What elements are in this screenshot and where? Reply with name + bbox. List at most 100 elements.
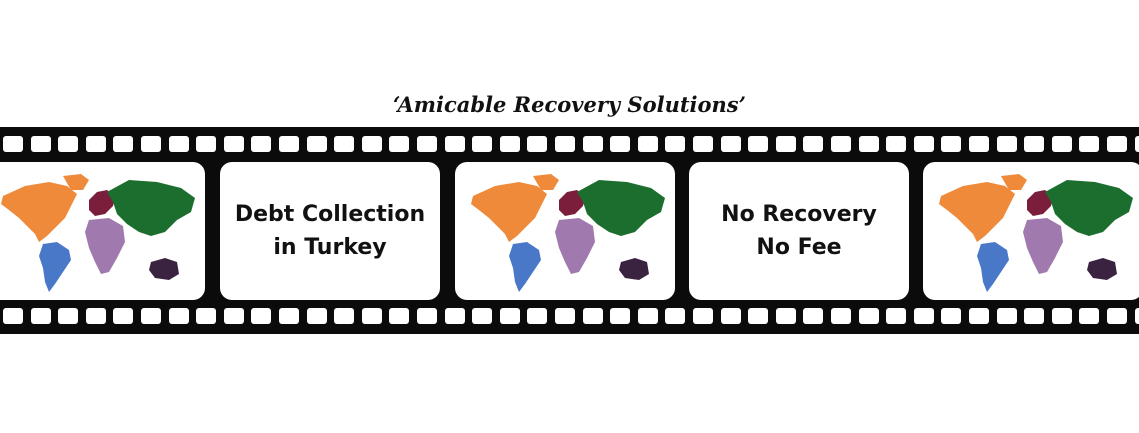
sprocket-hole <box>858 308 879 324</box>
sprocket-hole <box>748 308 769 324</box>
oceania-shape <box>619 258 649 280</box>
sprocket-hole <box>113 136 134 152</box>
sprocket-hole <box>803 136 824 152</box>
sprocket-hole <box>610 136 631 152</box>
sprocket-hole <box>306 308 327 324</box>
caption-line-1: No Recovery <box>721 202 877 227</box>
sprocket-hole <box>886 308 907 324</box>
sprocket-hole <box>941 308 962 324</box>
europe-shape <box>89 190 115 216</box>
sprocket-hole <box>30 308 51 324</box>
south-america-shape <box>509 242 541 292</box>
sprocket-hole <box>582 136 603 152</box>
sprocket-hole <box>775 308 796 324</box>
sprocket-hole <box>389 308 410 324</box>
sprocket-hole <box>1079 136 1100 152</box>
africa-shape <box>555 218 595 274</box>
sprocket-hole <box>223 308 244 324</box>
film-frame-map <box>455 162 675 300</box>
sprocket-hole <box>58 308 79 324</box>
sprocket-hole <box>3 136 23 152</box>
sprocket-hole <box>168 136 189 152</box>
sprocket-hole <box>720 308 741 324</box>
sprocket-hole <box>969 308 989 324</box>
africa-shape <box>85 218 125 274</box>
sprocket-hole <box>1024 308 1045 324</box>
south-america-shape <box>39 242 71 292</box>
sprocket-hole <box>527 308 548 324</box>
sprocket-hole <box>417 136 437 152</box>
sprocket-hole <box>58 136 79 152</box>
sprocket-hole <box>1051 136 1072 152</box>
film-frame-map <box>0 162 205 300</box>
sprocket-hole <box>1107 136 1127 152</box>
sprocket-hole <box>775 136 796 152</box>
sprocket-hole <box>141 308 161 324</box>
sprocket-hole <box>1024 136 1045 152</box>
sprocket-hole <box>941 136 962 152</box>
sprocket-hole <box>196 136 217 152</box>
sprocket-hole <box>555 136 575 152</box>
sprocket-hole <box>693 136 713 152</box>
sprocket-hole <box>3 308 23 324</box>
sprocket-hole <box>472 308 493 324</box>
sprocket-hole <box>610 308 631 324</box>
frame-caption: No Recovery No Fee <box>689 162 909 300</box>
sprocket-hole <box>1134 308 1139 324</box>
sprocket-hole <box>361 308 382 324</box>
greenland-shape <box>63 174 89 190</box>
sprocket-hole <box>637 308 658 324</box>
sprocket-hole <box>361 136 382 152</box>
frame-caption: Debt Collection in Turkey <box>220 162 440 300</box>
sprocket-hole <box>1134 136 1139 152</box>
sprocket-hole <box>555 308 575 324</box>
sprocket-hole <box>334 136 355 152</box>
asia-shape <box>107 180 195 236</box>
sprocket-hole <box>886 136 907 152</box>
sprocket-hole <box>1107 308 1127 324</box>
sprocket-hole <box>85 308 106 324</box>
sprocket-hole <box>499 136 520 152</box>
sprocket-hole <box>141 136 161 152</box>
world-map-icon <box>1 174 195 292</box>
sprocket-hole <box>665 308 686 324</box>
film-frame-debt-collection: Debt Collection in Turkey <box>220 162 440 300</box>
film-frame-map <box>923 162 1139 300</box>
asia-shape <box>577 180 665 236</box>
sprocket-hole <box>279 308 299 324</box>
sprocket-hole <box>996 308 1017 324</box>
north-america-shape <box>1 182 77 242</box>
caption-line-2: in Turkey <box>273 235 387 260</box>
sprocket-hole <box>251 308 272 324</box>
tagline: ‘Amicable Recovery Solutions’ <box>393 92 746 117</box>
africa-shape <box>1023 218 1063 274</box>
bottom-sprocket-row <box>0 308 1139 324</box>
film-strip: Debt Collection in Turkey No Recovery No… <box>0 127 1139 334</box>
sprocket-hole <box>168 308 189 324</box>
sprocket-hole <box>665 136 686 152</box>
sprocket-hole <box>472 136 493 152</box>
europe-shape <box>1027 190 1053 216</box>
sprocket-hole <box>913 136 934 152</box>
sprocket-hole <box>196 308 217 324</box>
sprocket-hole <box>499 308 520 324</box>
north-america-shape <box>471 182 547 242</box>
sprocket-hole <box>720 136 741 152</box>
sprocket-hole <box>444 136 465 152</box>
sprocket-hole <box>444 308 465 324</box>
greenland-shape <box>533 174 559 190</box>
sprocket-hole <box>527 136 548 152</box>
sprocket-hole <box>1079 308 1100 324</box>
north-america-shape <box>939 182 1015 242</box>
sprocket-hole <box>637 136 658 152</box>
sprocket-hole <box>306 136 327 152</box>
sprocket-hole <box>913 308 934 324</box>
world-map-icon <box>471 174 665 292</box>
sprocket-hole <box>251 136 272 152</box>
sprocket-hole <box>693 308 713 324</box>
sprocket-hole <box>279 136 299 152</box>
south-america-shape <box>977 242 1009 292</box>
top-sprocket-row <box>0 136 1139 152</box>
sprocket-hole <box>1051 308 1072 324</box>
sprocket-hole <box>113 308 134 324</box>
